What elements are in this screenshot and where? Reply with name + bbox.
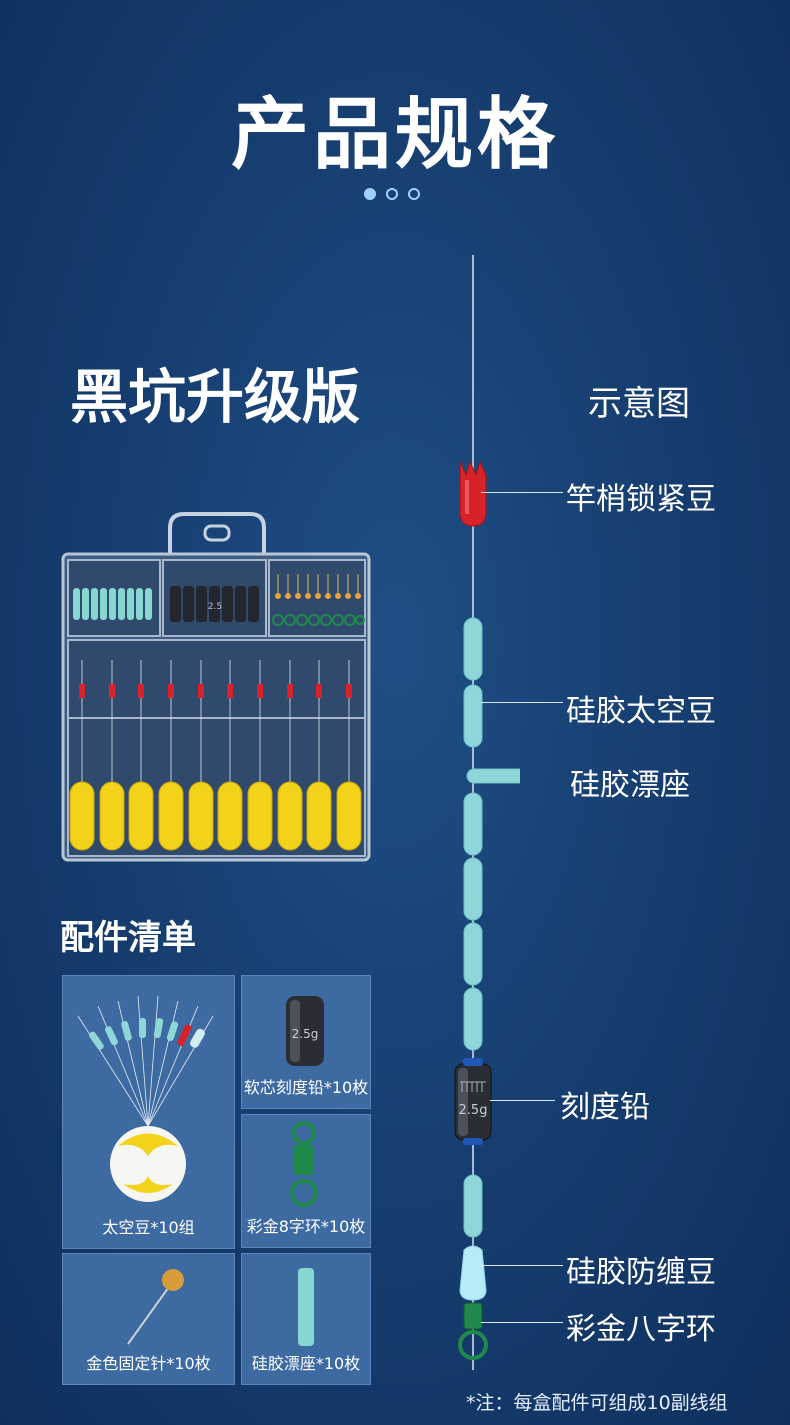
edition-title: 黑坑升级版: [70, 363, 361, 431]
pager-dot-3[interactable]: [408, 188, 420, 200]
callout-sinker: 刻度铅: [560, 1090, 650, 1125]
callout-rod-tip-lock: 竿梢锁紧豆: [566, 482, 716, 517]
scale-sinker: 2.5g: [454, 1058, 492, 1145]
callout-swivel: 彩金八字环: [566, 1312, 716, 1347]
space-beads-image: [77, 995, 214, 1202]
callout-float-seat: 硅胶漂座: [570, 768, 690, 803]
pager-dot-1[interactable]: [364, 188, 376, 200]
float-seat-image: [298, 1268, 314, 1346]
pin-image: [127, 1269, 184, 1345]
float-seat: [466, 768, 520, 784]
callout-line-5: [481, 1265, 563, 1266]
parts-title: 配件清单: [60, 918, 196, 958]
silicone-beads-upper: [463, 617, 483, 748]
pager-dots: [364, 188, 420, 200]
part-label-space-beads: 太空豆*10组: [102, 1218, 195, 1237]
part-label-pin: 金色固定针*10枚: [86, 1354, 211, 1373]
anti-tangle-bead: [459, 1245, 487, 1301]
part-card-pin: 金色固定针*10枚: [62, 1253, 235, 1385]
page-title: 产品规格: [230, 90, 559, 180]
part-card-space-beads: 太空豆*10组: [62, 975, 235, 1249]
box-sinker-mark: 2.5: [208, 602, 222, 612]
pager-dot-2[interactable]: [386, 188, 398, 200]
part-label-sinker: 软芯刻度铅*10枚: [243, 1078, 369, 1097]
callout-silicone-bead: 硅胶太空豆: [566, 694, 716, 729]
rod-tip-lock-bead: [459, 460, 487, 527]
swivel-image: [290, 1121, 318, 1207]
part-card-swivel: 彩金8字环*10枚: [241, 1114, 371, 1248]
part-card-float-seat: 硅胶漂座*10枚: [241, 1253, 371, 1385]
sinker-image: 2.5g: [286, 996, 324, 1066]
callout-line-4: [490, 1100, 555, 1101]
product-box: 2.5: [61, 512, 371, 862]
diagram-label: 示意图: [588, 384, 690, 424]
swivel: [458, 1302, 488, 1360]
callout-anti-tangle: 硅胶防缠豆: [566, 1255, 716, 1290]
silicone-beads-lower: [463, 792, 483, 1051]
rig-diagram: 2.5g: [454, 255, 520, 1370]
part-label-float-seat: 硅胶漂座*10枚: [251, 1354, 361, 1373]
part-label-swivel: 彩金8字环*10枚: [246, 1217, 366, 1236]
part-sinker-mark: 2.5g: [292, 1027, 319, 1041]
sinker-mark: 2.5g: [459, 1103, 488, 1118]
part-card-sinker: 2.5g 软芯刻度铅*10枚: [241, 975, 371, 1109]
callout-line-6: [481, 1322, 563, 1323]
footnote: *注：每盒配件可组成10副线组: [466, 1392, 728, 1414]
silicone-bead-bottom: [463, 1174, 483, 1238]
callout-line-1: [481, 492, 563, 493]
callout-line-2: [481, 702, 563, 703]
